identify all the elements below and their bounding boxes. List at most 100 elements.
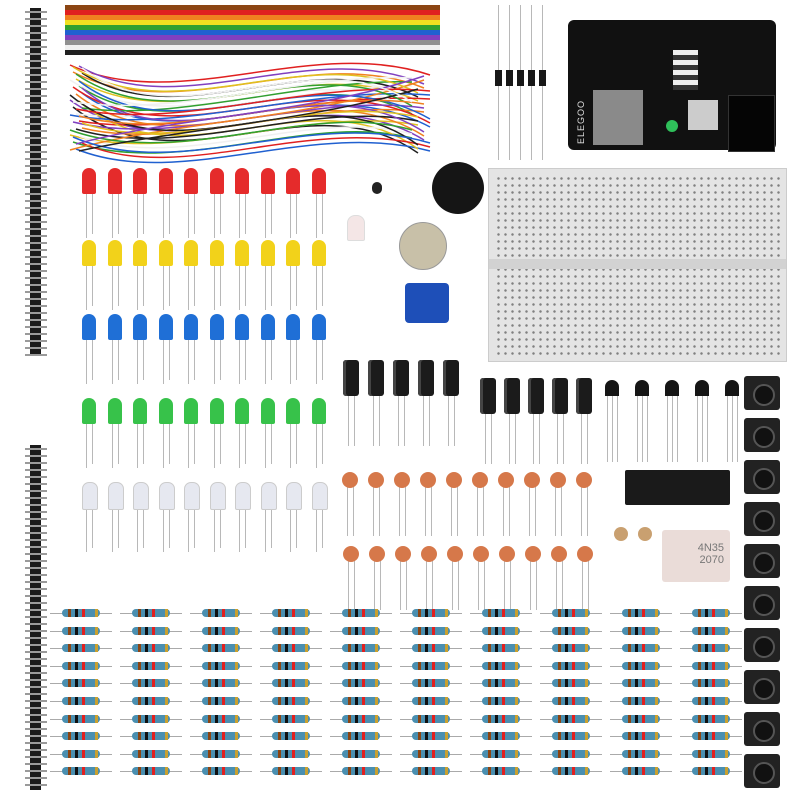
- header-pin: [25, 763, 47, 765]
- jumper-wire: [78, 126, 413, 149]
- ceramic-cap-lead: [458, 560, 459, 610]
- led-lead: [296, 194, 297, 234]
- led-lead: [117, 340, 119, 380]
- resistor: [482, 697, 520, 705]
- led-lead: [264, 340, 266, 384]
- ceramic-cap-lead: [380, 560, 381, 610]
- capacitor-lead: [354, 396, 355, 446]
- resistor: [272, 609, 310, 617]
- jumper-wire: [72, 132, 431, 154]
- led-lead: [219, 194, 221, 234]
- ceramic-capacitor: [369, 546, 385, 562]
- header-pin: [25, 11, 47, 13]
- header-pin: [25, 686, 47, 688]
- led-lead: [239, 266, 240, 310]
- led-lead: [219, 340, 221, 380]
- power-supply-module: ELEGOO: [568, 20, 776, 152]
- header-pin: [25, 483, 47, 485]
- power-switch: [688, 100, 718, 130]
- led-lead: [245, 266, 246, 306]
- ceramic-cap-lead: [509, 486, 510, 536]
- header-pin: [25, 67, 47, 69]
- led-green: [133, 398, 147, 424]
- led-blue: [158, 314, 173, 340]
- resistor: [272, 626, 310, 635]
- led-lead: [315, 508, 317, 552]
- resistor: [482, 626, 520, 635]
- jumper-wire: [75, 88, 431, 116]
- led-lead: [239, 424, 240, 468]
- resistor: [342, 626, 380, 635]
- resistor: [622, 644, 660, 653]
- diode-body: [517, 70, 524, 86]
- resistor: [132, 714, 170, 723]
- tactile-button: [744, 544, 780, 578]
- header-pin: [25, 137, 47, 139]
- header-pin: [25, 256, 47, 258]
- ceramic-cap-lead: [561, 486, 562, 536]
- led-lead: [296, 508, 297, 548]
- resistor: [62, 749, 100, 758]
- led-red: [235, 168, 249, 194]
- resistor: [692, 609, 730, 617]
- diode-body: [539, 70, 546, 86]
- thermistor: [372, 182, 382, 194]
- led-blue: [184, 314, 198, 340]
- header-pin: [25, 784, 47, 786]
- ceramic-cap-lead: [536, 560, 537, 610]
- resistor: [692, 679, 730, 688]
- header-pin: [25, 553, 47, 555]
- header-pin: [25, 539, 47, 541]
- resistor: [272, 714, 310, 723]
- header-pin: [25, 602, 47, 604]
- led-white: [158, 482, 175, 510]
- ceramic-cap-lead: [483, 486, 484, 536]
- ceramic-capacitor: [342, 472, 358, 488]
- header-pin: [25, 228, 47, 230]
- ceramic-cap-lead: [562, 560, 563, 610]
- led-lead: [296, 266, 297, 306]
- led-lead: [162, 266, 164, 310]
- led-white: [235, 482, 251, 510]
- capacitor-lead: [557, 414, 558, 464]
- led-blue: [260, 314, 275, 340]
- led-green: [311, 398, 326, 424]
- led-yellow: [235, 240, 249, 266]
- header-pin: [25, 18, 47, 20]
- led-green: [209, 398, 224, 424]
- led-lead: [92, 266, 93, 306]
- resistor: [62, 714, 100, 723]
- resistor: [62, 644, 100, 653]
- power-led: [666, 120, 678, 132]
- header-pin: [25, 581, 47, 583]
- led-lead: [162, 424, 164, 468]
- ceramic-cap-lead: [581, 486, 582, 536]
- header-pin: [25, 46, 47, 48]
- ceramic-cap-lead: [477, 486, 478, 536]
- tactile-button: [744, 628, 780, 662]
- led-yellow: [158, 240, 173, 266]
- header-pin: [25, 511, 47, 513]
- jumper-wire: [69, 62, 431, 83]
- led-lead: [264, 194, 266, 238]
- led-lead: [239, 340, 240, 384]
- led-lead: [168, 194, 170, 234]
- header-pin: [25, 644, 47, 646]
- resistor: [552, 714, 590, 723]
- led-lead: [117, 266, 119, 306]
- ceramic-cap-lead: [347, 486, 348, 536]
- resistor: [552, 644, 590, 653]
- led-lead: [290, 266, 291, 310]
- ceramic-cap-lead: [535, 486, 536, 536]
- led-yellow: [133, 240, 147, 266]
- led-white: [286, 482, 302, 510]
- ceramic-cap-lead: [425, 486, 426, 536]
- led-lead: [315, 340, 317, 384]
- led-lead: [86, 508, 87, 552]
- header-pin: [25, 242, 47, 244]
- led-lead: [239, 194, 240, 238]
- ceramic-cap-lead: [582, 560, 583, 610]
- led-lead: [168, 266, 170, 306]
- resistor: [552, 661, 590, 670]
- transistor-lead: [612, 396, 613, 462]
